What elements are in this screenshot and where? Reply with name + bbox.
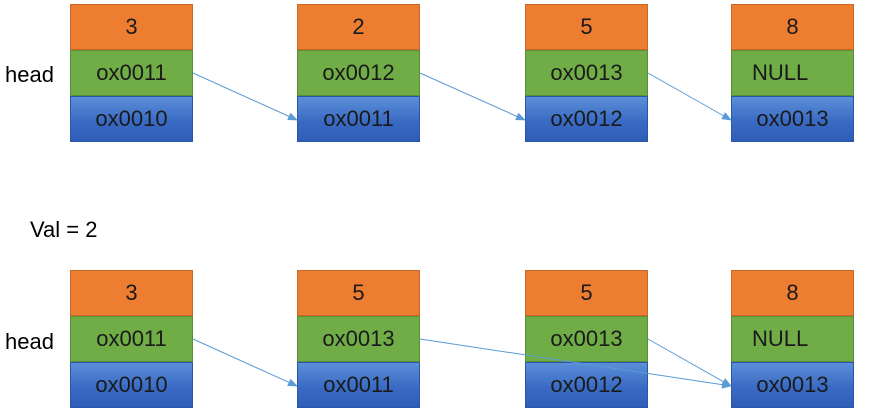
node-value: 5 xyxy=(525,270,648,316)
bottom-node-2: 5 ox0013 ox0011 xyxy=(297,270,420,408)
node-address: ox0013 xyxy=(731,96,854,142)
node-address: ox0011 xyxy=(297,362,420,408)
node-address: ox0012 xyxy=(525,362,648,408)
node-address: ox0013 xyxy=(731,362,854,408)
node-next-pointer: ox0011 xyxy=(70,316,193,362)
top-node-3: 5 ox0013 ox0012 xyxy=(525,4,648,142)
node-value: 8 xyxy=(731,4,854,50)
node-address: ox0010 xyxy=(70,96,193,142)
node-address: ox0011 xyxy=(297,96,420,142)
node-address: ox0010 xyxy=(70,362,193,408)
top-node-4: 8 NULL ox0013 xyxy=(731,4,854,142)
node-value: 2 xyxy=(297,4,420,50)
node-next-pointer: NULL xyxy=(731,316,854,362)
top-node-2: 2 ox0012 ox0011 xyxy=(297,4,420,142)
arrow-bottom-1-to-2 xyxy=(192,338,298,387)
arrow-bottom-3-to-4 xyxy=(647,338,732,387)
node-value: 3 xyxy=(70,4,193,50)
node-next-pointer: NULL xyxy=(731,50,854,96)
node-next-pointer: ox0013 xyxy=(525,50,648,96)
top-node-1: 3 ox0011 ox0010 xyxy=(70,4,193,142)
bottom-head-label: head xyxy=(5,329,54,354)
bottom-node-1: 3 ox0011 ox0010 xyxy=(70,270,193,408)
arrow-top-1-to-2 xyxy=(192,72,298,121)
node-value: 5 xyxy=(525,4,648,50)
node-next-pointer: ox0011 xyxy=(70,50,193,96)
arrow-top-3-to-4 xyxy=(647,72,732,121)
condition-label: Val = 2 xyxy=(30,217,98,242)
node-value: 3 xyxy=(70,270,193,316)
node-next-pointer: ox0012 xyxy=(297,50,420,96)
node-next-pointer: ox0013 xyxy=(525,316,648,362)
node-next-pointer: ox0013 xyxy=(297,316,420,362)
arrow-top-2-to-3 xyxy=(419,72,526,121)
node-address: ox0012 xyxy=(525,96,648,142)
top-head-label: head xyxy=(5,62,54,87)
node-value: 8 xyxy=(731,270,854,316)
bottom-node-3: 5 ox0013 ox0012 xyxy=(525,270,648,408)
bottom-node-4: 8 NULL ox0013 xyxy=(731,270,854,408)
node-value: 5 xyxy=(297,270,420,316)
